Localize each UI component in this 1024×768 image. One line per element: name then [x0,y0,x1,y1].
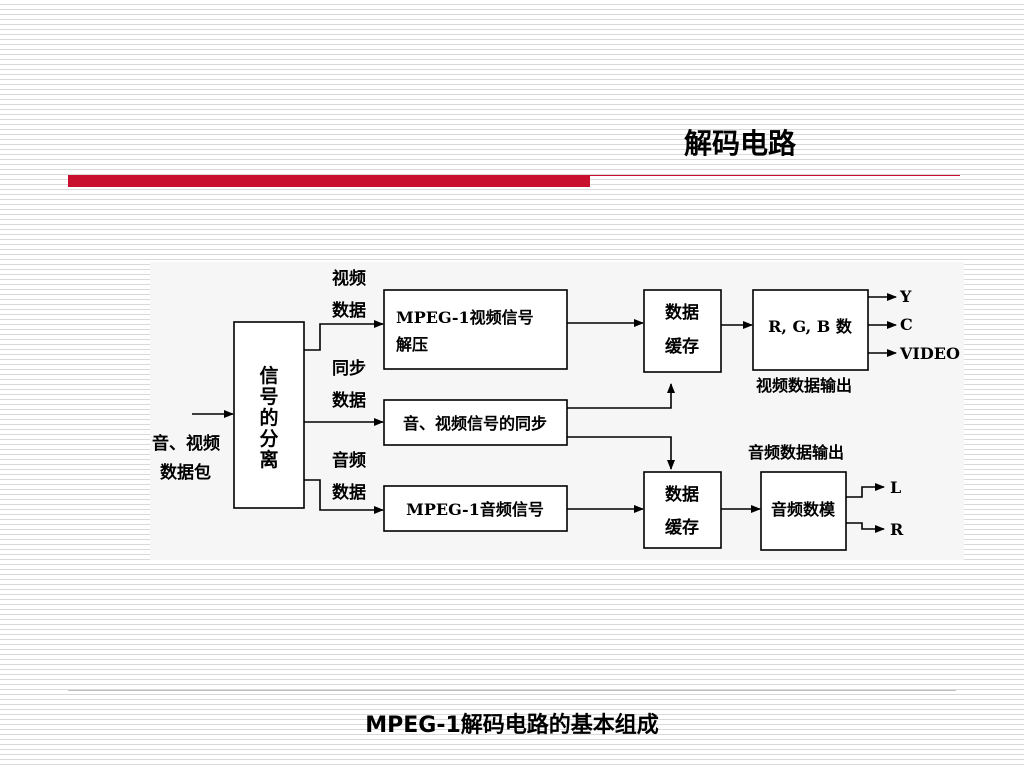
audio-dac-label: 音频数模 [771,500,836,519]
output-y-label: Y [899,287,912,306]
audio-data-arrow [304,479,384,514]
audio-buffer-block [643,471,722,549]
audio-buffer-line1: 数据 [665,484,699,505]
figure-caption: MPEG-1解码电路的基本组成 [365,713,659,738]
slide-title: 解码电路 [683,127,796,160]
separator-char-2: 号 [259,386,278,408]
video-decompress-line2: 解压 [396,335,428,354]
audio-data-label-line1: 音频 [332,450,366,471]
separator-char-1: 信 [259,364,278,387]
rgb-label: R, G, B 数 [768,317,853,336]
video-output-label: 视频数据输出 [756,376,852,395]
sync-to-audio-buffer-arrow [567,436,675,470]
audio-buffer-line2: 缓存 [665,517,699,538]
av-sync-label: 音、视频信号的同步 [403,414,547,433]
video-decompress-line1: MPEG-1视频信号 [396,308,534,327]
sync-data-label-line2: 数据 [332,390,366,411]
separator-char-5: 离 [259,448,278,471]
audio-output-label: 音频数据输出 [748,443,844,462]
video-data-label-line2: 数据 [332,300,366,321]
output-l-label: L [890,478,901,497]
output-r-label: R [890,520,904,539]
footer-divider [68,690,956,691]
av-sync-block [383,399,568,446]
video-buffer-block [643,289,722,373]
sync-to-video-buffer-arrow [567,383,675,409]
output-r-arrow [846,522,885,533]
video-buffer-line1: 数据 [665,302,699,323]
audio-dac-block [760,471,847,551]
audio-data-label-line2: 数据 [332,482,366,503]
input-label-line2: 数据包 [160,462,211,483]
output-video-label: VIDEO [899,344,960,363]
video-data-label-line1: 视频 [332,268,366,289]
title-accent-bar [68,175,590,187]
output-c-label: C [900,315,913,334]
title-underline [590,175,960,176]
output-l-arrow [846,483,885,498]
video-buffer-line2: 缓存 [665,336,699,357]
sync-data-label-line1: 同步 [332,358,366,379]
separator-char-4: 分 [259,428,278,450]
audio-signal-label: MPEG-1音频信号 [406,500,544,519]
rgb-block [752,289,869,371]
input-label-line1: 音、视频 [152,433,220,454]
separator-char-3: 的 [259,406,278,429]
signal-separation-block [233,321,305,509]
video-data-arrow [304,320,384,351]
video-decompress-block [383,289,568,370]
